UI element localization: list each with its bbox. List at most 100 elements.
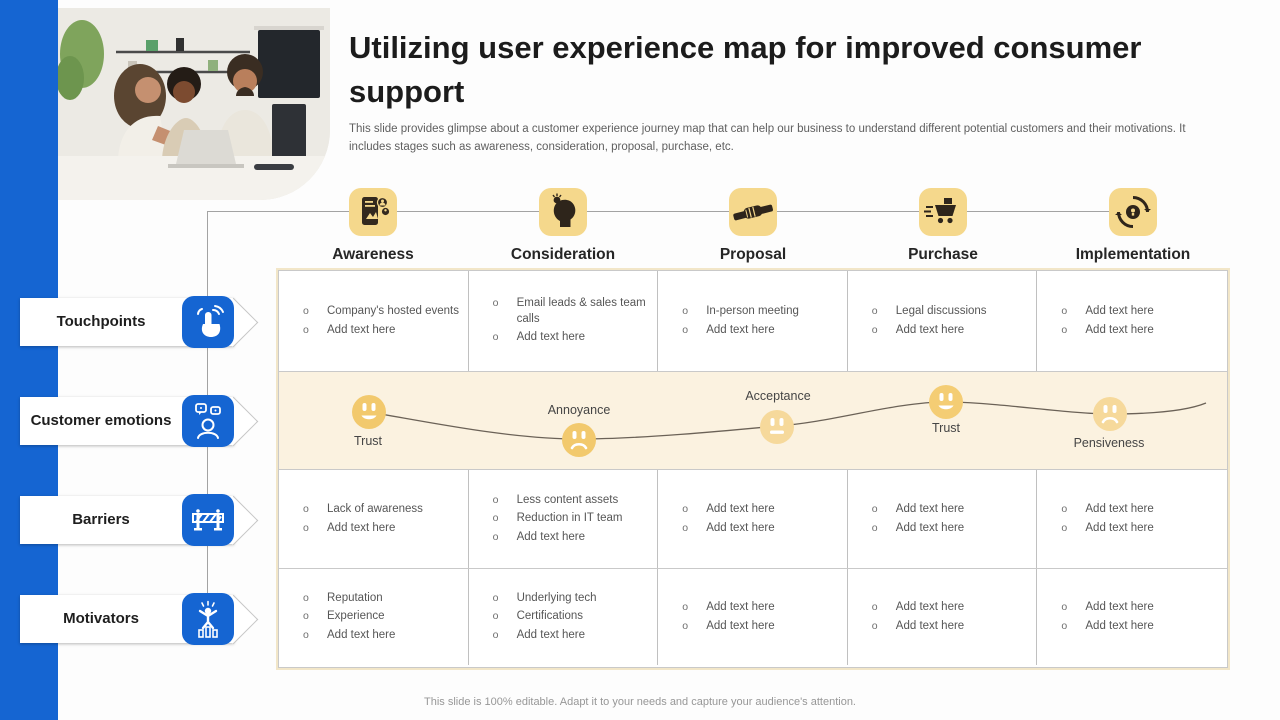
bullet-text: Add text here xyxy=(516,530,585,543)
bullet-text: Add text here xyxy=(895,521,965,534)
bullet-marker: o xyxy=(682,619,689,632)
slide-description: This slide provides glimpse about a cust… xyxy=(349,123,1186,153)
bullet-marker: o xyxy=(303,502,309,515)
bullet-marker: o xyxy=(682,600,689,613)
customer-chat-icon xyxy=(182,395,234,447)
bullet-text: Reputation xyxy=(327,591,383,604)
bullet-marker: o xyxy=(492,331,499,344)
bullet-marker: o xyxy=(871,323,878,336)
bullet-marker: o xyxy=(1061,619,1068,632)
bullet-marker: o xyxy=(492,591,499,604)
stage-label-proposal: Proposal xyxy=(719,246,787,263)
emotion-face-sad xyxy=(562,423,596,457)
bullet-text: Add text here xyxy=(706,502,775,515)
bullet-item: o Lack of awareness xyxy=(303,502,460,518)
bullet-marker: o xyxy=(303,521,309,534)
bullet-text: Add text here xyxy=(1085,521,1154,534)
bullet-marker: o xyxy=(682,323,689,336)
emotion-face-neutral xyxy=(760,410,794,444)
emotion-face-happy xyxy=(352,395,386,429)
bullet-item: o Reduction in IT team xyxy=(493,511,650,527)
bullet-text: Email leads & sales team calls xyxy=(516,297,646,325)
emotion-label-annoyance: Annoyance xyxy=(547,403,611,417)
bullet-marker: o xyxy=(1061,323,1068,336)
row-label-text: Customer emotions xyxy=(30,412,172,430)
bullet-marker: o xyxy=(492,628,499,641)
bullet-marker: o xyxy=(303,591,309,604)
bullet-marker: o xyxy=(303,323,309,336)
bullet-text: Add text here xyxy=(1085,502,1154,515)
bullet-marker: o xyxy=(492,530,499,543)
bullet-item: o Reputation xyxy=(303,591,460,607)
emotion-curve xyxy=(368,401,1207,440)
stage-connector-line xyxy=(207,211,1133,212)
process-cycle-icon xyxy=(1109,188,1157,236)
bullet-item: o Add text here xyxy=(1061,521,1219,537)
bullet-text: Add text here xyxy=(327,628,396,641)
bullet-marker: o xyxy=(871,521,878,534)
stage-label-awareness: Awareness xyxy=(332,246,414,263)
shopping-cart-icon xyxy=(919,188,967,236)
bullet-marker: o xyxy=(492,610,499,623)
bullet-item: o Add text here xyxy=(1061,619,1219,635)
bullet-marker: o xyxy=(492,512,499,525)
bullet-text: Add text here xyxy=(706,521,775,534)
row-label-text: Barriers xyxy=(72,511,130,529)
bullet-text: Add text here xyxy=(706,619,775,632)
bullet-marker: o xyxy=(492,493,499,506)
bullet-marker: o xyxy=(303,304,309,317)
bullet-text: Add text here xyxy=(1085,619,1154,632)
tap-finger-icon xyxy=(182,296,234,348)
row-label-barriers: Barriers xyxy=(20,494,259,546)
bullet-marker: o xyxy=(871,502,878,515)
office-scene-illustration xyxy=(58,8,330,200)
achievement-icon xyxy=(182,593,234,645)
bullet-text: Add text here xyxy=(327,323,396,336)
bullet-item: o Less content assets xyxy=(493,493,650,509)
bullet-text: Add text here xyxy=(895,619,965,632)
bullet-marker: o xyxy=(682,521,689,534)
bullet-item: o Add text here xyxy=(872,323,1029,339)
bullet-text: Reduction in IT team xyxy=(516,512,623,525)
bullet-marker: o xyxy=(682,304,689,317)
bullet-marker: o xyxy=(871,600,878,613)
bullet-text: In-person meeting xyxy=(706,304,799,317)
bullet-marker: o xyxy=(1061,502,1068,515)
bullet-text: Lack of awareness xyxy=(327,502,423,515)
bullet-marker: o xyxy=(303,610,309,623)
bullet-marker: o xyxy=(1061,521,1068,534)
bullet-item: o In-person meeting xyxy=(682,304,839,320)
bullet-item: o Add text here xyxy=(682,619,839,635)
bullet-item: o Add text here xyxy=(493,530,650,546)
bullet-text: Add text here xyxy=(895,323,965,336)
bullet-text: Add text here xyxy=(706,323,775,336)
bullet-item: o Add text here xyxy=(872,521,1029,537)
bullet-text: Add text here xyxy=(895,600,965,613)
bullet-text: Less content assets xyxy=(516,493,619,506)
